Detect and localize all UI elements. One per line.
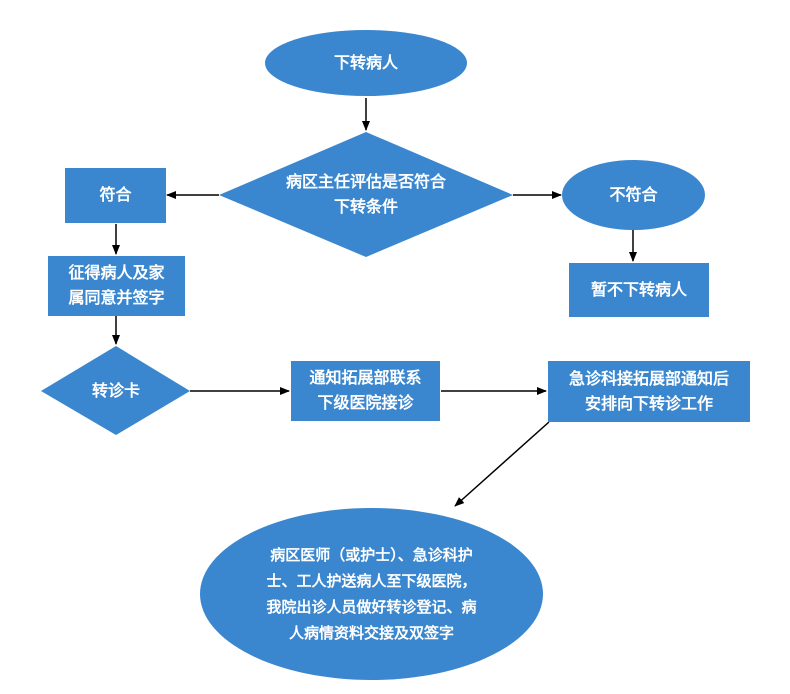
not-meets-node: 不符合 [562,160,705,230]
pause-node: 暂不下转病人 [569,263,709,317]
start-node: 下转病人 [265,30,467,96]
emergency-node-label: 急诊科接拓展部通知后 安排向下转诊工作 [568,368,729,413]
arrow-emergency-to-final [454,421,550,507]
referral-card-diamond [41,346,190,435]
consent-node: 征得病人及家 属同意并签字 [48,256,185,316]
referral-card-label-wrap: 转诊卡 [66,376,166,406]
final-node-label: 病区医师（或护士）、急诊科护 士、工人护送病人至下级医院， 我院出诊人员做好转诊… [266,545,477,643]
decision-node-label-wrap: 病区主任评估是否符合 下转条件 [250,165,482,225]
emergency-node: 急诊科接拓展部通知后 安排向下转诊工作 [548,361,750,422]
start-node-label: 下转病人 [333,52,398,72]
referral-card-label: 转诊卡 [91,380,140,400]
notify-node: 通知拓展部联系 下级医院接诊 [291,361,440,421]
pause-node-label: 暂不下转病人 [590,279,687,299]
notify-node-label: 通知拓展部联系 下级医院接诊 [309,368,422,412]
meets-node: 符合 [65,168,166,223]
final-node: 病区医师（或护士）、急诊科护 士、工人护送病人至下级医院， 我院出诊人员做好转诊… [200,508,543,680]
meets-node-label: 符合 [99,185,132,205]
consent-node-label: 征得病人及家 属同意并签字 [68,263,165,307]
not-meets-node-label: 不符合 [609,184,658,204]
decision-node-label: 病区主任评估是否符合 下转条件 [285,172,446,216]
decision-diamond [219,132,513,257]
